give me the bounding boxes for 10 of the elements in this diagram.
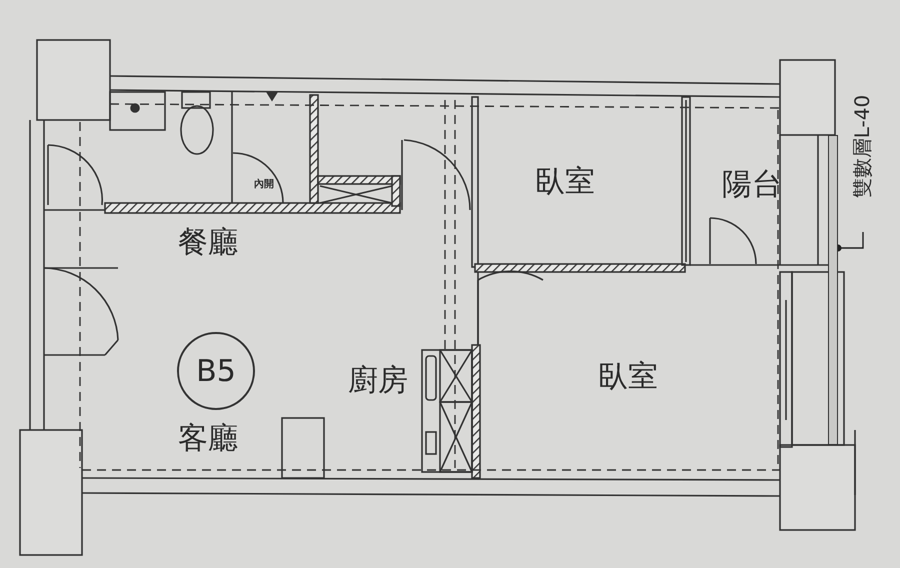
room-label: 陽台 [722, 170, 782, 200]
room-label: 客廳 [178, 424, 238, 454]
room-label: 餐廳 [178, 228, 238, 258]
room-label: 臥室 [535, 167, 595, 197]
floor-note-text: 雙數層L-40 [848, 60, 878, 232]
room-label: 臥室 [598, 362, 658, 392]
room-label: 廚房 [348, 366, 408, 396]
window-frame [828, 135, 838, 445]
door-note: 內開 [254, 180, 274, 190]
unit-number-circle: B5 [177, 332, 255, 410]
